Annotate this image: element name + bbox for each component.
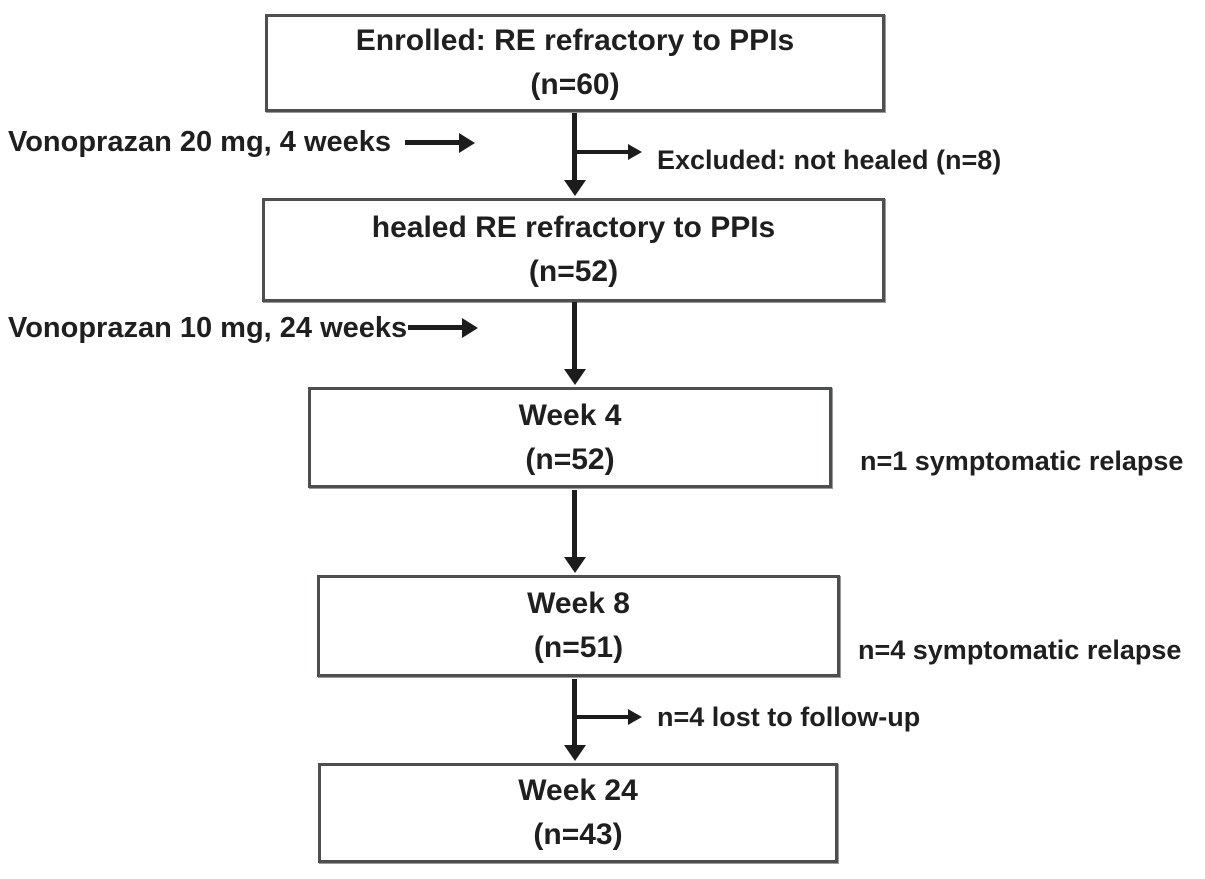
relapse-label-week8: n=4 symptomatic relapse [858, 635, 1182, 665]
treatment-label-vonoprazan-20mg: Vonoprazan 20 mg, 4 weeks [8, 126, 392, 158]
flow-box-week24-line1: Week 24 [518, 774, 638, 807]
flow-box-enrolled-line1: Enrolled: RE refractory to PPIs [355, 24, 795, 57]
flow-box-week4: Week 4 (n=52) [308, 387, 832, 488]
treatment-label-vonoprazan-10mg: Vonoprazan 10 mg, 24 weeks [8, 312, 408, 344]
arrow-down-2-icon [572, 302, 577, 370]
arrow-down-1-icon [572, 113, 577, 181]
flow-box-week8-count: (n=51) [533, 631, 624, 664]
flow-box-healed-count: (n=52) [528, 255, 619, 288]
lost-to-followup-label: n=4 lost to follow-up [657, 702, 921, 732]
flow-box-week4-count: (n=52) [525, 442, 615, 476]
flow-box-week24-count: (n=43) [533, 818, 623, 851]
arrow-down-4-icon [572, 679, 577, 746]
relapse-label-week4: n=1 symptomatic relapse [860, 446, 1184, 476]
flow-box-week24: Week 24 (n=43) [318, 763, 838, 863]
flow-box-week4-line1: Week 4 [518, 398, 622, 432]
branch-arrow-lost-icon [577, 715, 629, 719]
excluded-label: Excluded: not healed (n=8) [657, 145, 1002, 175]
treatment-arrow-1-icon [405, 140, 460, 145]
flow-box-enrolled: Enrolled: RE refractory to PPIs (n=60) [265, 14, 885, 112]
flow-box-healed-line1: healed RE refractory to PPIs [371, 211, 776, 244]
branch-arrow-excluded-icon [577, 150, 629, 154]
treatment-arrow-2-icon [408, 325, 463, 330]
flow-box-week8: Week 8 (n=51) [317, 575, 840, 677]
flow-box-healed: healed RE refractory to PPIs (n=52) [262, 198, 885, 302]
flow-box-week8-line1: Week 8 [527, 587, 630, 620]
arrow-down-3-icon [572, 490, 577, 558]
flow-box-enrolled-count: (n=60) [530, 68, 620, 101]
